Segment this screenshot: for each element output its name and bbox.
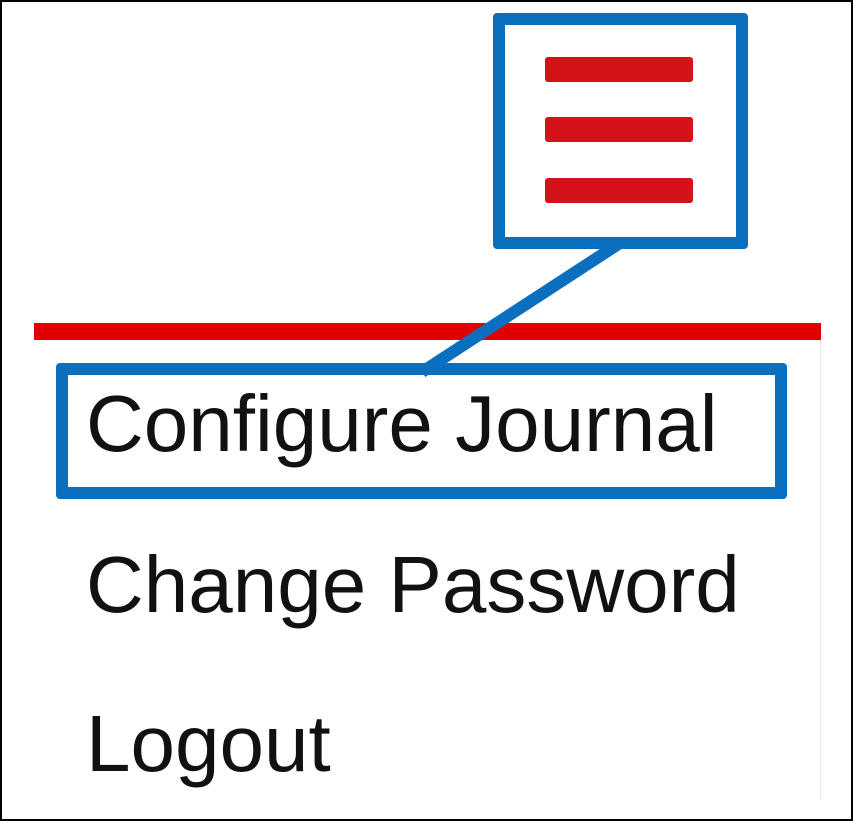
hamburger-bar xyxy=(545,57,693,82)
menu-item-configure-journal[interactable]: Configure Journal xyxy=(86,379,718,468)
hamburger-bar xyxy=(545,117,693,142)
hamburger-bar xyxy=(545,178,693,203)
highlight-box-menu-icon xyxy=(493,13,748,249)
menu-item-change-password[interactable]: Change Password xyxy=(86,540,740,629)
menu-panel-edge xyxy=(820,340,821,800)
menu-divider xyxy=(34,323,821,340)
hamburger-menu-icon[interactable] xyxy=(545,55,693,207)
menu-item-logout[interactable]: Logout xyxy=(86,699,331,788)
highlight-box-configure-journal xyxy=(56,363,787,499)
